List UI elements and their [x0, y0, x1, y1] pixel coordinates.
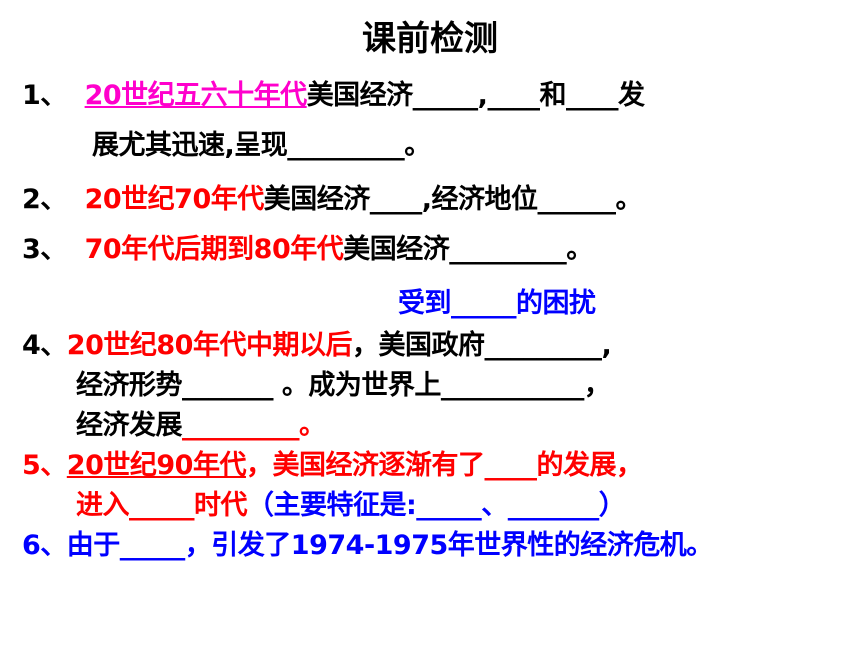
question-1-text: 美国经济_____,____和____发: [306, 80, 645, 111]
question-4-line-2: 经济形势_______ 。成为世界上___________，: [76, 364, 611, 408]
question-4-blank-3: _________。: [182, 410, 326, 441]
question-1-era: 20世纪五六十年代: [84, 80, 308, 111]
question-4-line-1: 4、20世纪80年代中期以后，美国政府_________,: [22, 324, 612, 368]
question-3: 3、 70年代后期到80年代美国经济_________。: [22, 228, 593, 272]
question-4-era: 20世纪80年代中期以后: [66, 330, 353, 361]
question-3-sub-text: 受到_____的困扰: [398, 288, 596, 319]
question-6: 6、由于_____，引发了1974-1975年世界性的经济危机。: [22, 524, 713, 568]
question-5-era: 20世纪90年代: [66, 450, 247, 481]
question-6-text: 由于_____，引发了1974-1975年世界性的经济危机。: [66, 530, 714, 561]
page-title: 课前检测: [362, 19, 498, 59]
question-5-blank: _____: [129, 490, 195, 521]
question-1-line-2: 展尤其迅速,呈现_________。: [92, 124, 431, 168]
question-4-line-3: 经济发展_________。: [76, 404, 326, 448]
question-3-number: 3、: [22, 234, 67, 265]
question-5-number: 5、: [22, 450, 67, 481]
question-5-text: ，美国经济逐渐有了____的发展，: [245, 450, 643, 481]
question-3-sub: 受到_____的困扰: [398, 282, 596, 326]
question-3-era: 70年代后期到80年代: [84, 234, 344, 265]
question-6-number: 6、: [22, 530, 67, 561]
question-4-number: 4、: [22, 330, 67, 361]
question-4-text-3: 经济发展: [76, 410, 183, 441]
question-4-text: ，美国政府_________,: [351, 330, 612, 361]
question-2-era: 20世纪70年代: [84, 184, 265, 215]
question-4-text-2: 经济形势_______ 。成为世界上___________，: [76, 370, 611, 401]
question-1-text-cont: 展尤其迅速,呈现_________。: [92, 130, 431, 161]
question-2: 2、 20世纪70年代美国经济____,经济地位______。: [22, 178, 643, 222]
question-5-line-2: 进入_____时代（主要特征是:_____、_______）: [76, 484, 626, 528]
question-2-number: 2、: [22, 184, 67, 215]
question-5-enter: 进入: [76, 490, 130, 521]
question-5-line-1: 5、20世纪90年代，美国经济逐渐有了____的发展，: [22, 444, 643, 488]
question-3-text: 美国经济_________。: [343, 234, 593, 265]
question-2-text: 美国经济____,经济地位______。: [263, 184, 643, 215]
question-5-era-word: 时代: [194, 490, 248, 521]
question-1-number: 1、: [22, 80, 67, 111]
question-1-line-1: 1、 20世纪五六十年代美国经济_____,____和____发: [22, 74, 645, 118]
question-5-features: （主要特征是:_____、_______）: [247, 490, 626, 521]
